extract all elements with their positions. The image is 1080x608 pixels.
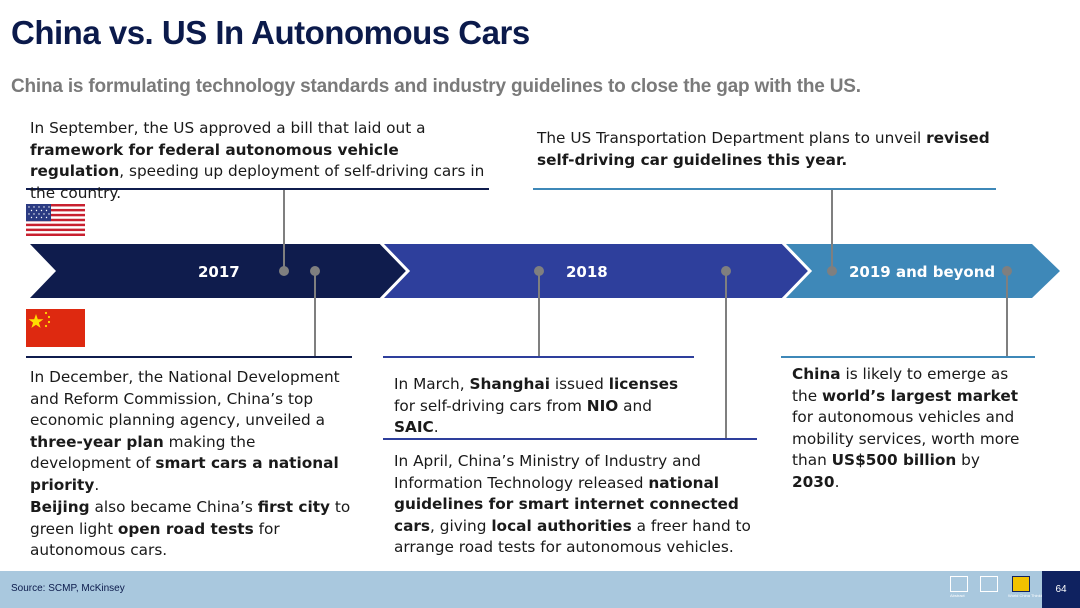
logo-caption: World China Thinking Pew (1008, 593, 1055, 598)
divider (383, 438, 757, 440)
text-run: . (834, 472, 840, 491)
text-run: In March, (394, 375, 470, 393)
bold-text: revised self-driving car guidelines this… (537, 129, 990, 169)
china-flag-icon (26, 309, 85, 347)
text-run: In September, the US approved a bill tha… (30, 119, 426, 137)
bold-text: first city (257, 498, 330, 516)
bold-text: Shanghai (469, 375, 550, 393)
bold-text: 2030 (792, 472, 835, 491)
bold-text: Beijing (30, 498, 90, 516)
timeline-label-2018: 2018 (566, 263, 608, 281)
timeline-segment-1 (30, 244, 406, 298)
connector-line (1006, 270, 1008, 357)
text-run: , giving (430, 516, 492, 535)
us-event-2017: In September, the US approved a bill tha… (30, 118, 495, 204)
us-flag-icon (26, 204, 85, 236)
bold-text: world’s largest market (821, 386, 1019, 405)
world-china-icon (1012, 576, 1030, 592)
bold-text: smart cars a national priority (30, 454, 339, 494)
timeline-label-2019-beyond: 2019 and beyond (849, 263, 996, 281)
connector-line (831, 189, 833, 270)
bold-text: licenses (608, 375, 679, 393)
timeline-bar (30, 240, 1060, 302)
timeline-segment-3 (782, 244, 1060, 298)
text-run: for autonomous cars. (30, 519, 280, 560)
divider (781, 356, 1035, 358)
china-event-2019-beyond: China is likely to emerge as the world’s… (792, 364, 1032, 494)
china-event-2018-april: In April, China’s Ministry of Industry a… (394, 451, 759, 559)
bold-text: framework for federal autonomous vehicle… (30, 140, 399, 181)
bold-text: NIO (586, 396, 619, 415)
timeline-dot (1002, 266, 1012, 276)
divider (26, 356, 352, 358)
500-icon (980, 576, 998, 592)
connector-line (283, 189, 285, 270)
bold-text: China (792, 365, 841, 383)
connector-line (725, 270, 727, 439)
divider (383, 356, 694, 358)
bold-text: SAIC (394, 418, 434, 437)
text-run: issued (549, 375, 609, 393)
text-run: for autonomous vehicles and mobility ser… (792, 408, 1020, 470)
book-icon (950, 576, 968, 592)
text-run: to green light (30, 498, 351, 538)
text-run: is likely to emerge as the (792, 365, 1009, 405)
china-event-2017-december: In December, the National Development an… (30, 367, 352, 497)
text-run: and (618, 396, 652, 415)
timeline-segment-2 (380, 244, 808, 298)
page-title: China vs. US In Autonomous Cars (11, 14, 530, 51)
text-run: In December, the National Development an… (30, 368, 340, 430)
text-run: a freer hand to arrange road tests for a… (394, 516, 751, 557)
footer-bar (0, 571, 1080, 608)
china-event-2017-beijing: Beijing also became China’s first city t… (30, 497, 352, 562)
timeline-dot (534, 266, 544, 276)
divider (533, 188, 996, 190)
timeline-dot (310, 266, 320, 276)
text-run: also became China’s (89, 498, 258, 516)
text-run: for self-driving cars from (394, 396, 587, 415)
bold-text: open road tests (117, 519, 254, 538)
logo-caption: Abstract (950, 593, 965, 598)
china-event-2018-march: In March, Shanghai issued licenses for s… (394, 374, 699, 439)
divider (26, 188, 489, 190)
text-run: In April, China’s Ministry of Industry a… (394, 452, 701, 492)
text-run: making the development of (30, 432, 256, 473)
bold-text: national guidelines for smart internet c… (394, 473, 739, 535)
bold-text: local authorities (491, 516, 632, 535)
bold-text: US$500 billion (831, 451, 957, 470)
page-subtitle: China is formulating technology standard… (11, 76, 861, 97)
timeline-label-2017: 2017 (198, 263, 240, 281)
timeline-dot (721, 266, 731, 276)
connector-line (538, 270, 540, 357)
connector-line (314, 270, 316, 357)
us-event-2019: The US Transportation Department plans t… (537, 128, 997, 171)
source-note: Source: SCMP, McKinsey (11, 583, 125, 594)
timeline-dot (827, 266, 837, 276)
text-run: . (433, 418, 439, 437)
page-number: 64 (1042, 571, 1080, 608)
bold-text: three-year plan (30, 432, 164, 451)
text-run: by (956, 451, 980, 470)
timeline-dot (279, 266, 289, 276)
text-run: . (94, 475, 100, 494)
text-run: , speeding up deployment of self-driving… (30, 162, 485, 202)
text-run: The US Transportation Department plans t… (537, 129, 927, 147)
